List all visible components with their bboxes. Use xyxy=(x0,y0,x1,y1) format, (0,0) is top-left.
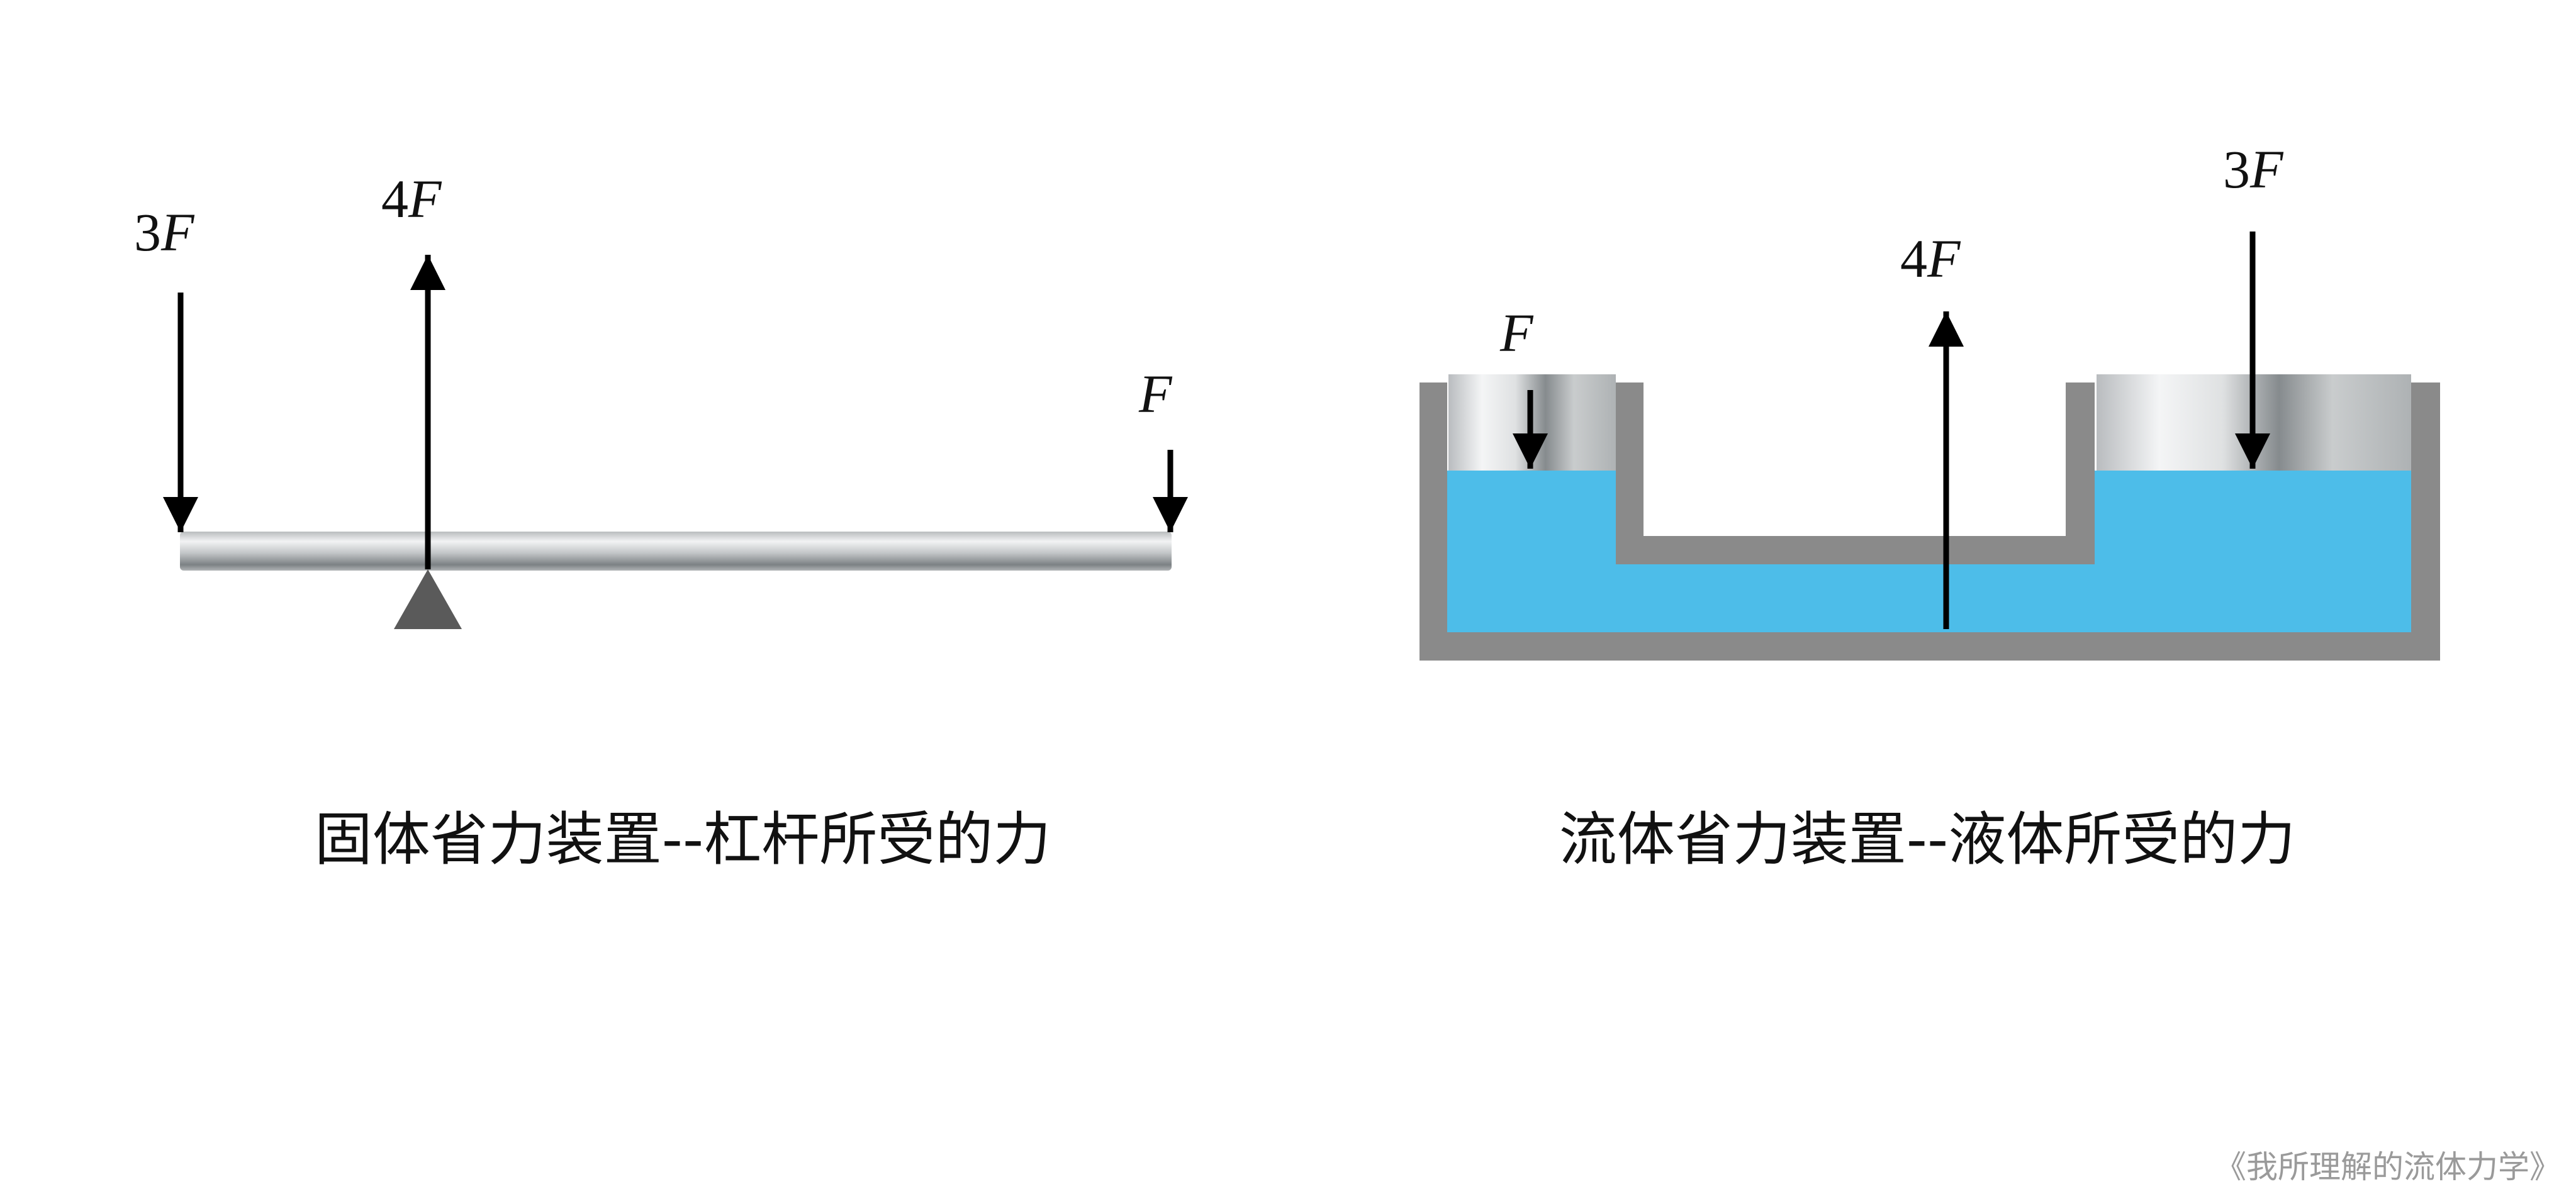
right-caption: 流体省力装置--液体所受的力 xyxy=(1559,806,2295,873)
label-3f-right: 3F xyxy=(2223,139,2284,199)
label-4f-left: 4F xyxy=(381,169,442,229)
label-4f-right: 4F xyxy=(1900,228,1961,289)
hydraulic-diagram: F 4F 3F 流体省力装置--液体所受的力 xyxy=(1420,139,2440,873)
container-walls xyxy=(1420,382,2440,661)
fulcrum-triangle-icon xyxy=(394,569,462,629)
lever-bar xyxy=(180,532,1172,571)
label-f-left: F xyxy=(1138,364,1173,424)
book-credit: 《我所理解的流体力学》 xyxy=(2215,1149,2561,1185)
liquid xyxy=(1447,471,2411,632)
lever-diagram: 3F 4F F 固体省力装置--杠杆所受的力 xyxy=(134,169,1188,873)
left-caption: 固体省力装置--杠杆所受的力 xyxy=(315,806,1051,873)
label-f-right: F xyxy=(1499,303,1534,363)
label-3f-left: 3F xyxy=(134,202,195,262)
